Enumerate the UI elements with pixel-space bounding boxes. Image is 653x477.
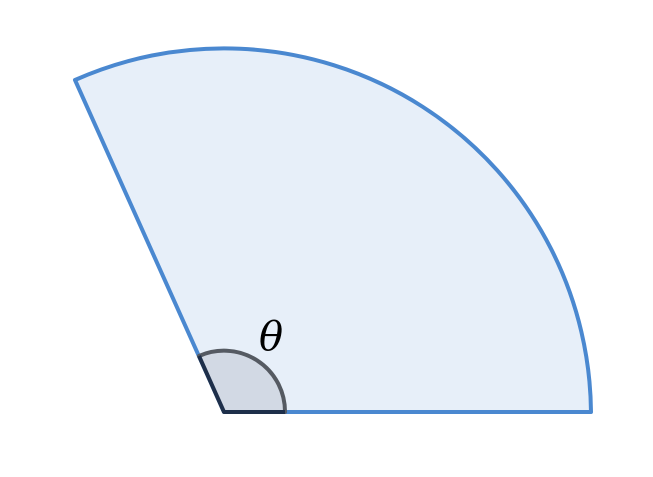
angle-label: θ xyxy=(259,314,283,360)
angle-arc xyxy=(197,348,288,414)
circular-sector xyxy=(73,46,593,414)
angle-vertex-edges xyxy=(197,355,285,414)
